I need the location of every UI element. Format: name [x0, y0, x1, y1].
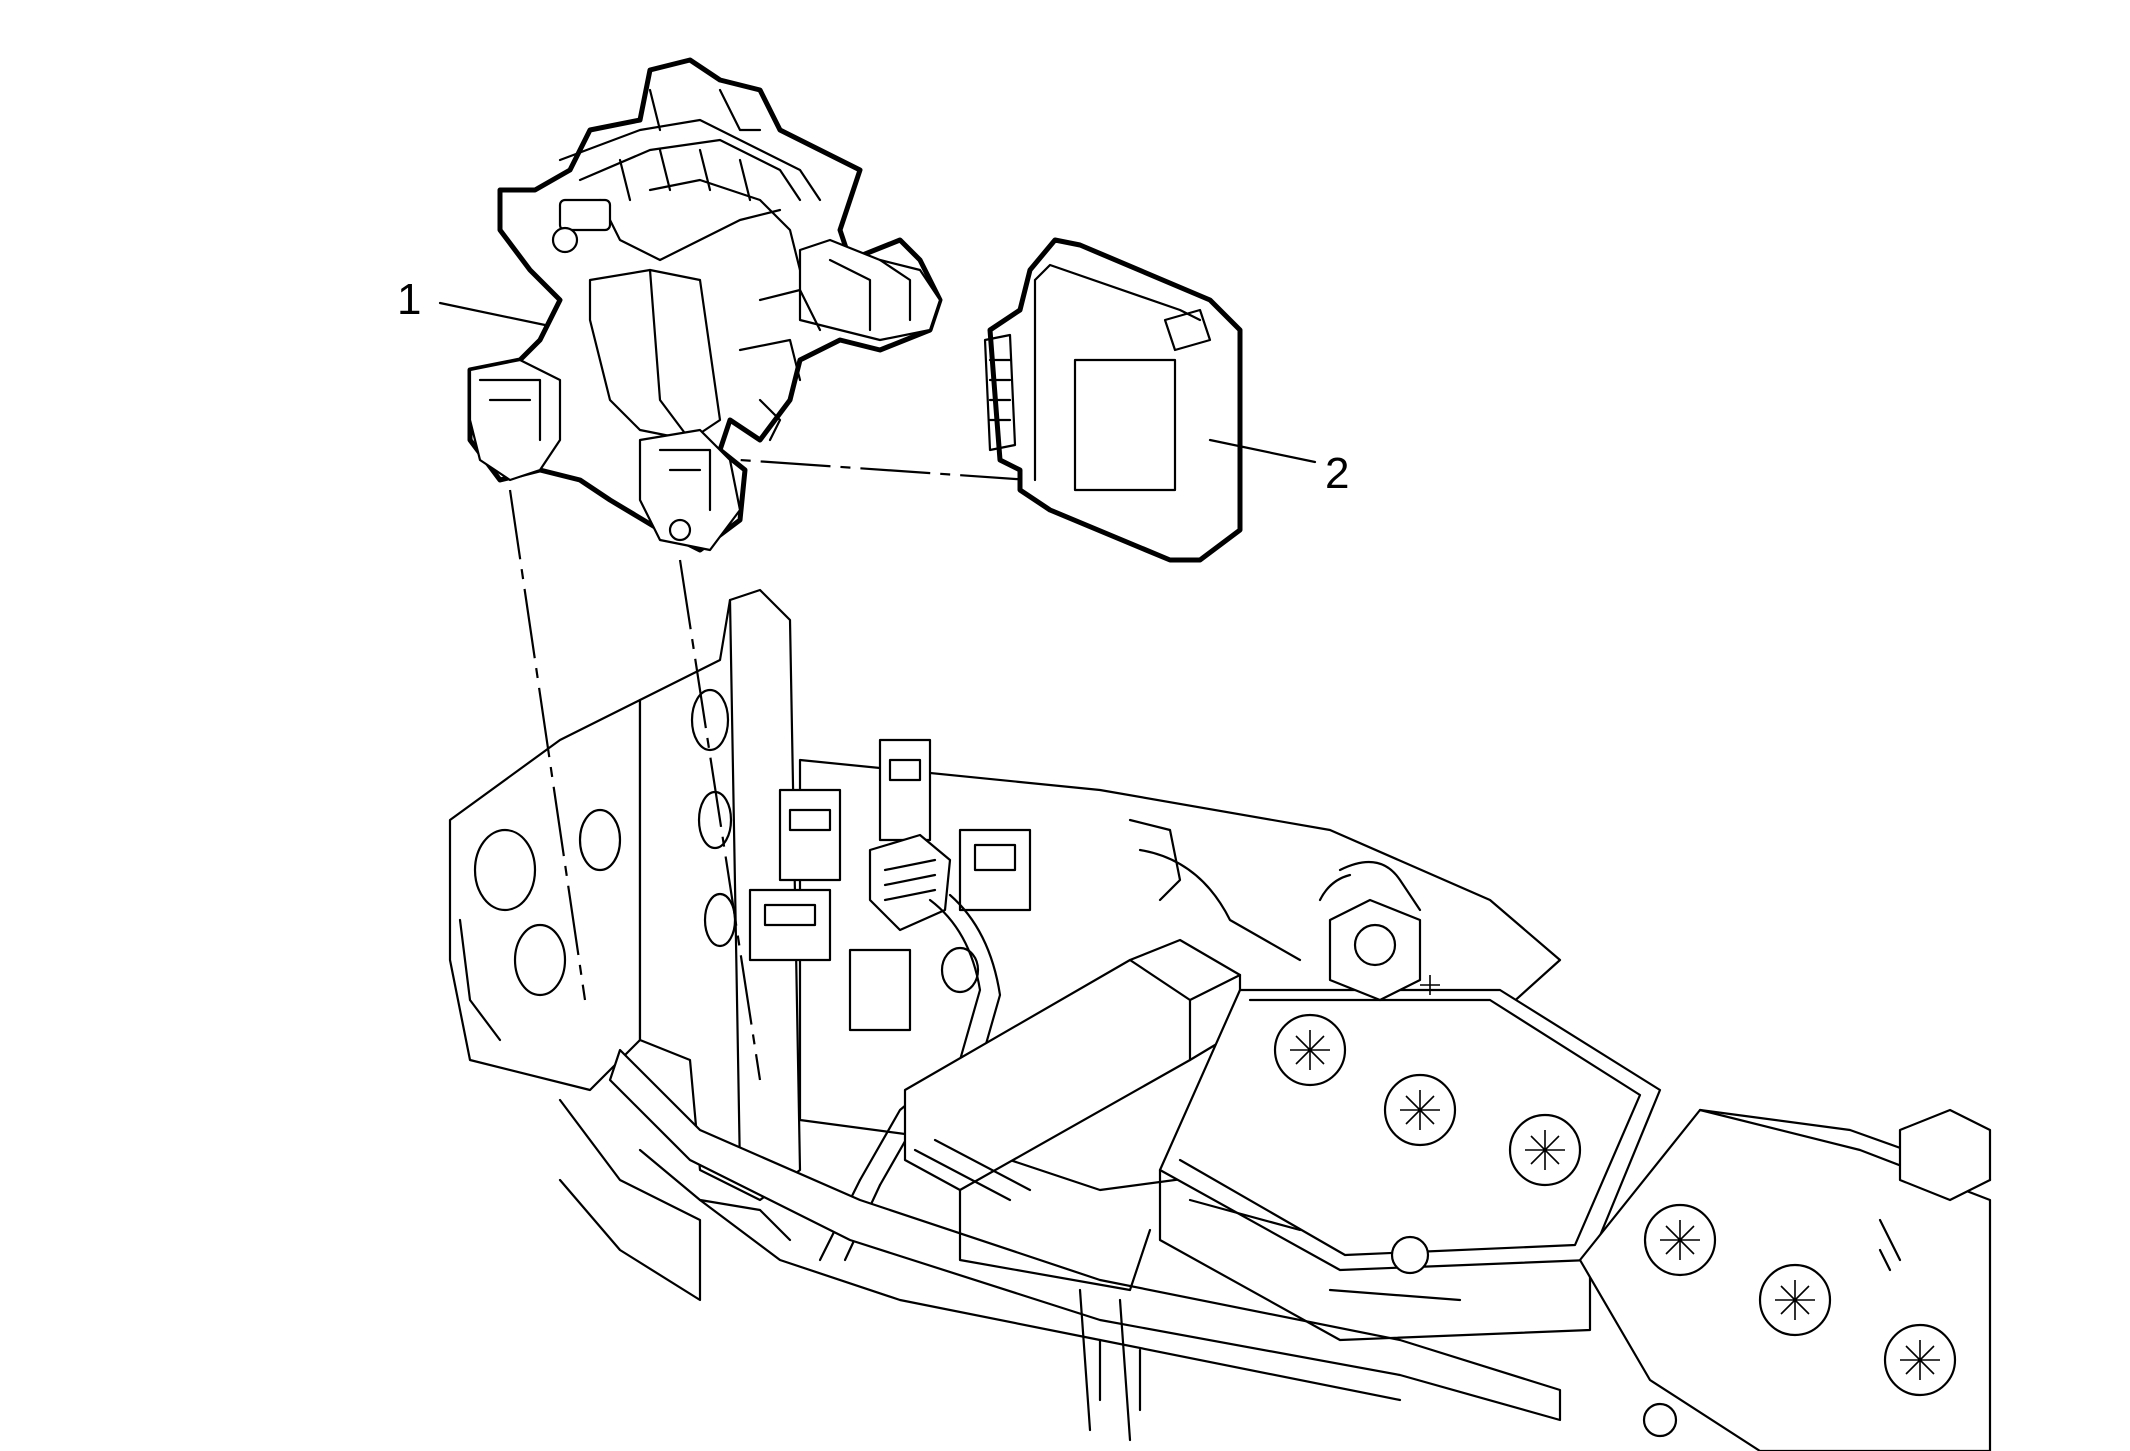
callout-label-2: 2: [1325, 449, 1349, 498]
control-module: [983, 237, 1243, 563]
alignment-lines: [508, 458, 1031, 1081]
callout-2: 2: [1208, 438, 1349, 498]
leader-line-1: [438, 301, 547, 327]
callout-1: 1: [397, 275, 547, 327]
callout-label-1: 1: [397, 275, 421, 324]
battery-2: [1578, 1108, 1992, 1451]
fuse-block-bracket: [467, 57, 943, 553]
battery-1: [1158, 860, 1662, 1342]
leader-line-2: [1208, 438, 1317, 464]
